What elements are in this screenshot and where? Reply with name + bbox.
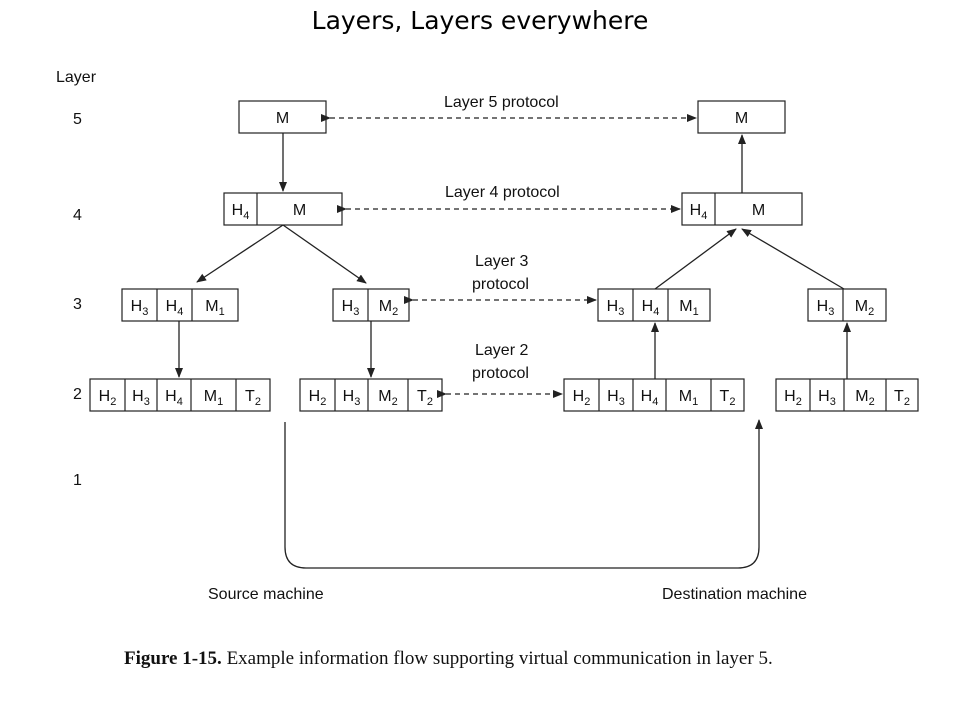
header-cell-label: M (276, 110, 289, 127)
source-4-to-3b-arrow (282, 224, 367, 284)
destination-layer5-message-box: M (697, 100, 786, 134)
box-outline (697, 100, 786, 134)
layer-number-1: 1 (73, 472, 82, 489)
layer-number-4: 4 (73, 207, 82, 224)
box-outline (563, 378, 745, 412)
layer5-protocol-label: Layer 5 protocol (444, 94, 559, 111)
destination-3b-to-4-arrow (741, 228, 845, 290)
layer3-protocol-label-line1: Layer 3 (475, 253, 528, 270)
header-cell-label: M (735, 110, 748, 127)
figure-caption-text: Example information flow supporting virt… (226, 648, 773, 669)
box-outline (597, 288, 711, 322)
box-outline (807, 288, 887, 322)
layer2-protocol-label-line2: protocol (472, 365, 529, 382)
layer4-protocol-label: Layer 4 protocol (445, 184, 560, 201)
layer2-protocol-label-line1: Layer 2 (475, 342, 528, 359)
box-outline (775, 378, 919, 412)
source-layer5-message-box: M (238, 100, 327, 134)
layer-number-5: 5 (73, 111, 82, 128)
source-machine-label: Source machine (208, 586, 324, 603)
layer3-protocol-label-line2: protocol (472, 276, 529, 293)
box-outline (299, 378, 443, 412)
figure-caption-number: Figure 1-15. (124, 648, 222, 669)
box-outline (223, 192, 343, 226)
header-cell-label: M (752, 202, 765, 219)
slide-title: Layers, Layers everywhere (311, 6, 649, 35)
source-4-to-3a-arrow (196, 224, 284, 283)
box-outline (332, 288, 410, 322)
destination-3a-to-4-arrow (654, 228, 737, 290)
box-outline (121, 288, 239, 322)
layer-number-2: 2 (73, 386, 82, 403)
layer-number-3: 3 (73, 296, 82, 313)
destination-machine-label: Destination machine (662, 586, 807, 603)
figure-caption: Figure 1-15. Example information flow su… (124, 648, 839, 669)
box-outline (238, 100, 327, 134)
layer-column-header: Layer (56, 69, 97, 86)
physical-medium-path (284, 419, 763, 569)
box-outline (89, 378, 271, 412)
header-cell-label: M (293, 202, 306, 219)
